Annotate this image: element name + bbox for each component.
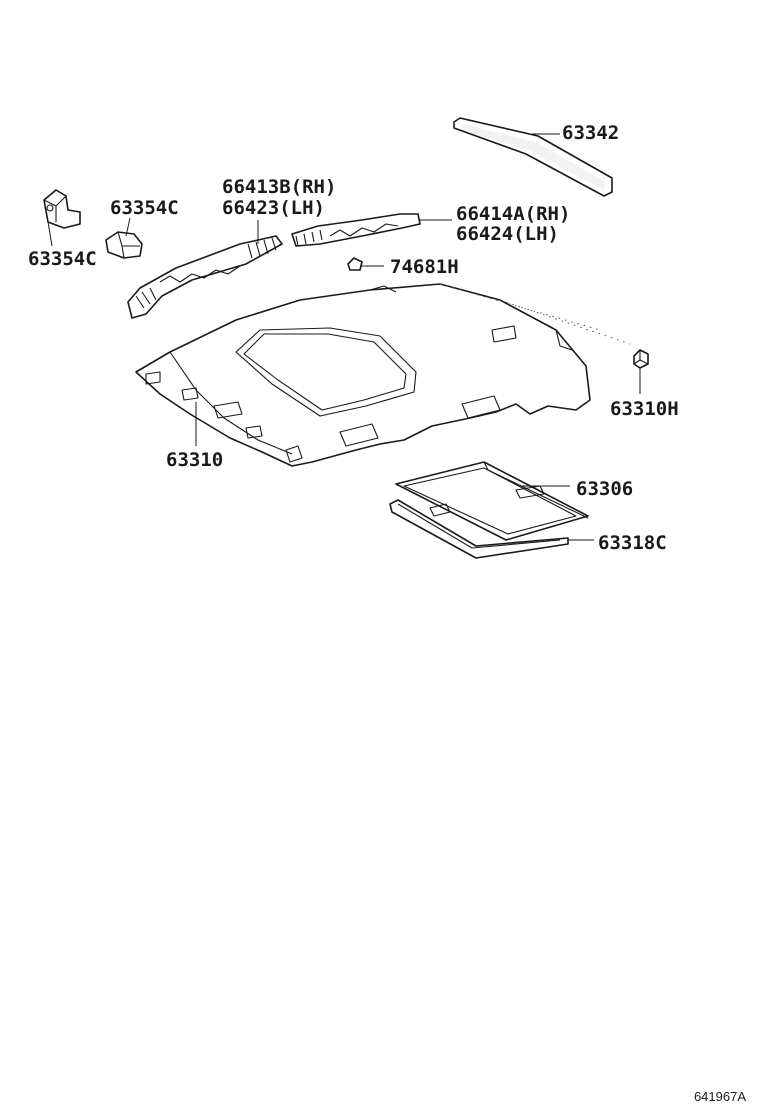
part-63354c-clip-b	[105, 231, 143, 259]
part-63306-sunshade	[395, 461, 589, 541]
callout-63354c-lower: 63354C	[28, 248, 97, 270]
callout-63310h: 63310H	[610, 398, 679, 420]
callout-63306: 63306	[576, 478, 634, 500]
callout-74681h: 74681H	[390, 256, 459, 278]
leader-63354c-lower	[45, 209, 53, 247]
part-74681h-clip	[347, 257, 363, 271]
callout-63342: 63342	[562, 122, 620, 144]
callout-63318c: 63318C	[598, 532, 667, 554]
callout-66424-lh: 66424(LH)	[456, 223, 559, 245]
callout-66414a-rh: 66414A(RH)	[456, 203, 571, 225]
part-63310-headlining	[135, 283, 631, 467]
leader-63354c-upper	[125, 217, 131, 237]
callout-66423-lh: 66423(LH)	[222, 197, 325, 219]
callout-63354c-upper: 63354C	[110, 197, 179, 219]
part-63342-roof-strip	[453, 117, 613, 197]
callout-63310: 63310	[166, 449, 224, 471]
part-63318c-trim	[389, 499, 569, 559]
callout-66413b-rh: 66413B(RH)	[222, 176, 337, 198]
part-63354c-clip-a	[43, 189, 81, 229]
reference-code: 641967A	[693, 1089, 746, 1104]
part-66414a-weatherstrip-rear	[291, 213, 421, 247]
part-63310h-fastener	[633, 349, 649, 369]
part-66413b-weatherstrip-front	[127, 235, 283, 319]
leader-lines	[45, 133, 641, 541]
